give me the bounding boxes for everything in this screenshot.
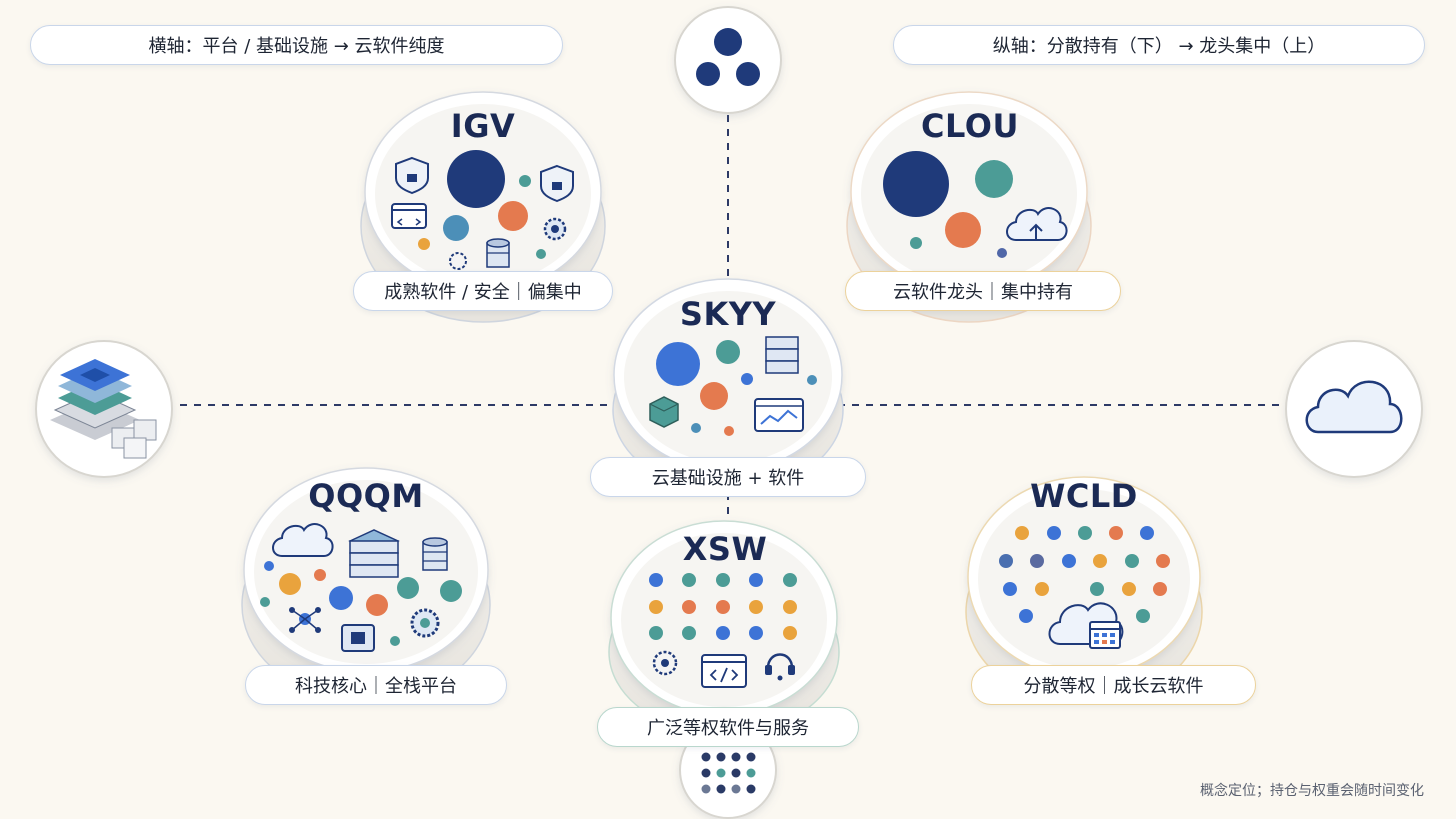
tag-clou: 云软件龙头｜集中持有 <box>845 271 1121 311</box>
cloud-calendar-icon <box>1048 602 1124 649</box>
database-icon <box>486 238 510 268</box>
skyy-disc <box>612 278 844 493</box>
layered-infrastructure-stack-icon <box>35 340 173 478</box>
shield-icon <box>395 156 429 195</box>
y-axis-legend: 纵轴：分散持有（下） → 龙头集中（上） <box>893 25 1425 65</box>
gear-icon <box>449 252 467 270</box>
server-stack-icon <box>348 529 400 578</box>
ticker-qqqm: QQQM <box>308 477 424 515</box>
cloud-upload-icon <box>1006 207 1068 241</box>
qqqm-disc <box>241 467 491 702</box>
tag-igv: 成熟软件 / 安全｜偏集中 <box>353 271 613 311</box>
headset-icon <box>765 653 795 681</box>
ticker-skyy: SKYY <box>679 295 777 333</box>
dot-grid <box>999 526 1170 623</box>
tag-xsw: 广泛等权软件与服务 <box>597 707 859 747</box>
cube-icon <box>649 396 679 428</box>
x-axis-legend: 横轴：平台 / 基础设施 → 云软件纯度 <box>30 25 563 65</box>
cloud-icon <box>1285 340 1423 478</box>
gear-icon <box>652 650 678 676</box>
chart-window-icon <box>754 398 804 432</box>
cloud-icon <box>272 523 334 557</box>
wcld-disc <box>965 476 1203 705</box>
network-node-icon <box>289 607 321 633</box>
gear-icon <box>543 217 567 241</box>
code-window-icon <box>701 654 747 688</box>
ticker-igv: IGV <box>450 107 516 145</box>
footnote: 概念定位；持仓与权重会随时间变化 <box>1200 783 1424 799</box>
tag-skyy: 云基础设施 + 软件 <box>590 457 866 497</box>
shield-icon <box>540 164 574 203</box>
ticker-clou: CLOU <box>921 107 1019 145</box>
chip-icon <box>341 624 375 652</box>
three-dots-concentration-icon <box>674 6 782 114</box>
xsw-disc <box>608 520 840 735</box>
dot-grid <box>649 573 797 640</box>
gear-icon <box>410 608 440 638</box>
code-window-icon <box>391 203 427 229</box>
database-icon <box>422 537 448 571</box>
server-stack-icon <box>765 336 799 374</box>
ticker-wcld: WCLD <box>1030 477 1138 515</box>
tag-wcld: 分散等权｜成长云软件 <box>971 665 1256 705</box>
ticker-xsw: XSW <box>682 530 768 568</box>
tag-qqqm: 科技核心｜全栈平台 <box>245 665 507 705</box>
